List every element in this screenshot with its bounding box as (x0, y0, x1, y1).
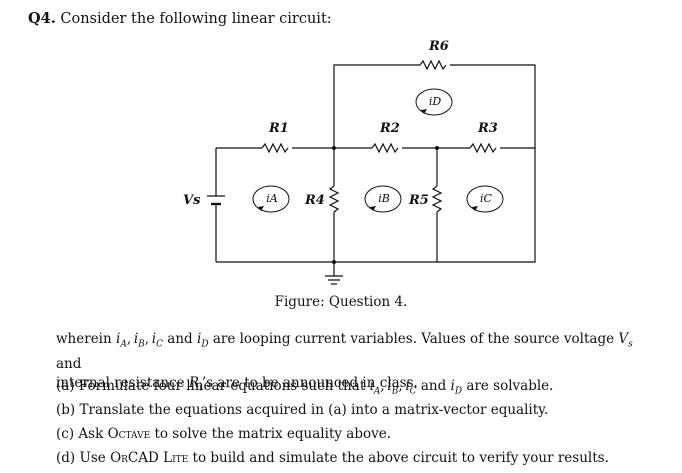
label-vs: Vs (183, 193, 201, 208)
and-word: and (420, 378, 447, 394)
description-paragraph: wherein iA, iB, iC and iD are looping cu… (56, 331, 633, 394)
resistor-r1 (261, 142, 289, 154)
loop-b-circle (364, 185, 402, 213)
loop-d-circle (415, 88, 453, 116)
list-item-c: (c) Ask Octave to solve the matrix equal… (56, 426, 391, 442)
item-text: to solve the matrix equality above. (154, 426, 392, 442)
list-item-d: (d) Use OrCAD Lite to build and simulate… (56, 450, 609, 466)
math-ib: iB (133, 331, 145, 350)
label-ia: iA (266, 192, 278, 205)
para-text: internal resistance (56, 374, 189, 391)
label-ic: iC (480, 192, 493, 205)
item-label: (c) (56, 426, 75, 442)
label-r5: R5 (408, 193, 429, 208)
math-ri: Ri (188, 374, 202, 394)
label-r2: R2 (379, 121, 400, 136)
list-item-b: (b) Translate the equations acquired in … (56, 402, 548, 418)
para-text: are looping current variables. Values of… (208, 331, 619, 347)
label-r3: R3 (477, 121, 498, 136)
label-r4: R4 (304, 193, 325, 208)
math-vs: Vs (618, 331, 633, 350)
ground-symbol (325, 275, 343, 285)
item-text: Formulate four linear equations such tha… (78, 378, 366, 394)
math-id: iD (196, 331, 209, 350)
wire-bottom (216, 148, 536, 263)
item-tail: are solvable. (466, 378, 554, 394)
and-word: and (167, 331, 193, 347)
item-text: Use (79, 450, 106, 466)
wire-top-right (450, 64, 536, 148)
item-text: Ask (78, 426, 104, 442)
label-ib: iB (378, 192, 390, 205)
list-item-a: (a) Formulate four linear equations such… (56, 378, 554, 397)
question-number: Q4. (28, 10, 56, 27)
label-r1: R1 (268, 121, 289, 136)
loop-d-arrow-icon (421, 109, 427, 114)
math-ic: iC (151, 331, 163, 350)
para-text: and (56, 355, 82, 372)
tool-name: OrCAD Lite (110, 450, 189, 466)
question-heading: Q4. Consider the following linear circui… (28, 10, 332, 27)
question-prompt: Consider the following linear circuit: (60, 11, 332, 27)
loop-c-arrow-icon (472, 206, 478, 211)
item-label: (d) (56, 450, 76, 466)
loop-b-arrow-icon (370, 206, 376, 211)
resistor-r2 (371, 142, 399, 154)
item-label: (a) (56, 378, 75, 394)
circuit-diagram: R6 R1 R2 R3 R4 R5 Vs iA iB iC iD (183, 39, 536, 285)
para-text: ’s are to be announced in class. (201, 374, 418, 391)
junction-dot (332, 260, 336, 264)
resistor-r6 (419, 59, 447, 71)
item-label: (b) (56, 402, 76, 418)
junction-dot (332, 146, 336, 150)
figure-caption: Figure: Question 4. (274, 294, 408, 310)
tool-name: Octave (107, 426, 151, 442)
resistor-r5 (431, 185, 443, 213)
math-ia: iA (116, 331, 127, 350)
item-text: to build and simulate the above circuit … (192, 450, 609, 466)
item-text: Translate the equations acquired in (a) … (79, 402, 549, 418)
loop-c-circle (466, 185, 504, 213)
resistor-r3 (469, 142, 497, 154)
label-r6: R6 (428, 39, 449, 54)
para-text: wherein (56, 331, 116, 347)
loop-a-arrow-icon (258, 206, 264, 211)
resistor-r4 (328, 185, 340, 213)
loop-a-circle (252, 185, 290, 213)
junction-dot (435, 146, 439, 150)
label-id: iD (429, 95, 442, 108)
wire-top-left (333, 64, 420, 148)
